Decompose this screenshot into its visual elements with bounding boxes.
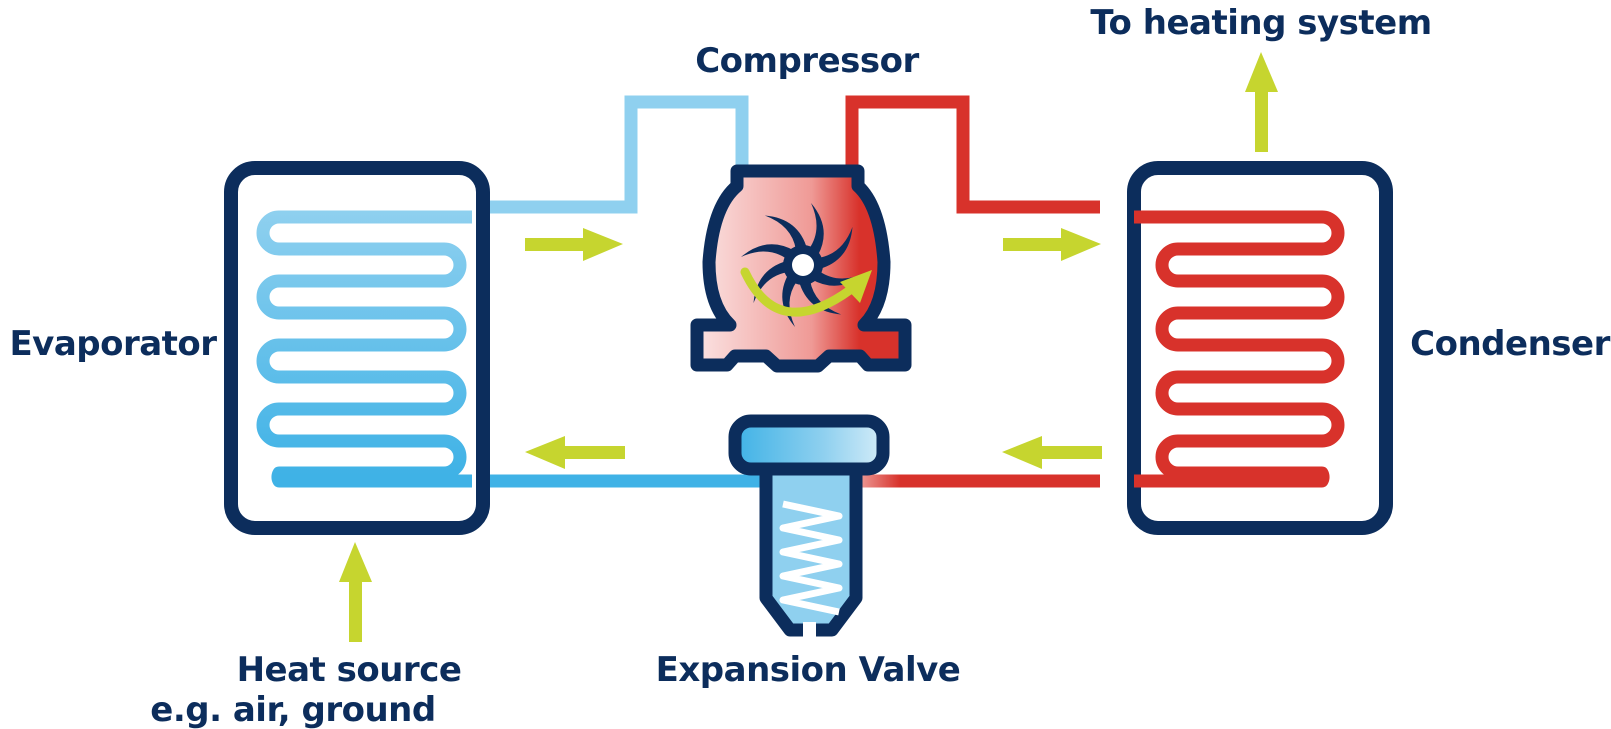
expansion-valve-label: Expansion Valve bbox=[656, 650, 961, 690]
heating-output-arrow-icon bbox=[1245, 52, 1278, 152]
valve-tip bbox=[803, 622, 816, 638]
heat-source-arrow-icon bbox=[339, 542, 372, 642]
compressor bbox=[690, 164, 912, 373]
valve-spring bbox=[779, 500, 843, 616]
impeller-icon bbox=[741, 203, 865, 327]
to-heating-system-label: To heating system bbox=[1090, 3, 1431, 43]
evaporator-coil bbox=[256, 210, 472, 488]
flow-arrow-left-bottom-left bbox=[525, 436, 625, 469]
suction-pipe bbox=[472, 95, 749, 214]
condenser-label: Condenser bbox=[1410, 324, 1610, 364]
rotation-arrow-icon bbox=[740, 267, 855, 317]
flow-arrow-left-bottom-right bbox=[1002, 436, 1102, 469]
flow-arrow-right-top-left bbox=[525, 228, 623, 261]
heat-source-examples-label: e.g. air, ground bbox=[150, 690, 435, 729]
rotation-arrowhead-icon bbox=[840, 270, 872, 303]
valve-cap bbox=[728, 414, 890, 476]
heat-source-label: Heat source bbox=[237, 650, 462, 690]
flow-arrow-right-top-right bbox=[1003, 228, 1101, 261]
discharge-pipe bbox=[845, 95, 1100, 214]
expansion-valve bbox=[728, 414, 890, 638]
evaporator-label: Evaporator bbox=[9, 324, 217, 364]
compressor-label: Compressor bbox=[695, 41, 919, 81]
condenser-coil bbox=[1134, 210, 1345, 488]
